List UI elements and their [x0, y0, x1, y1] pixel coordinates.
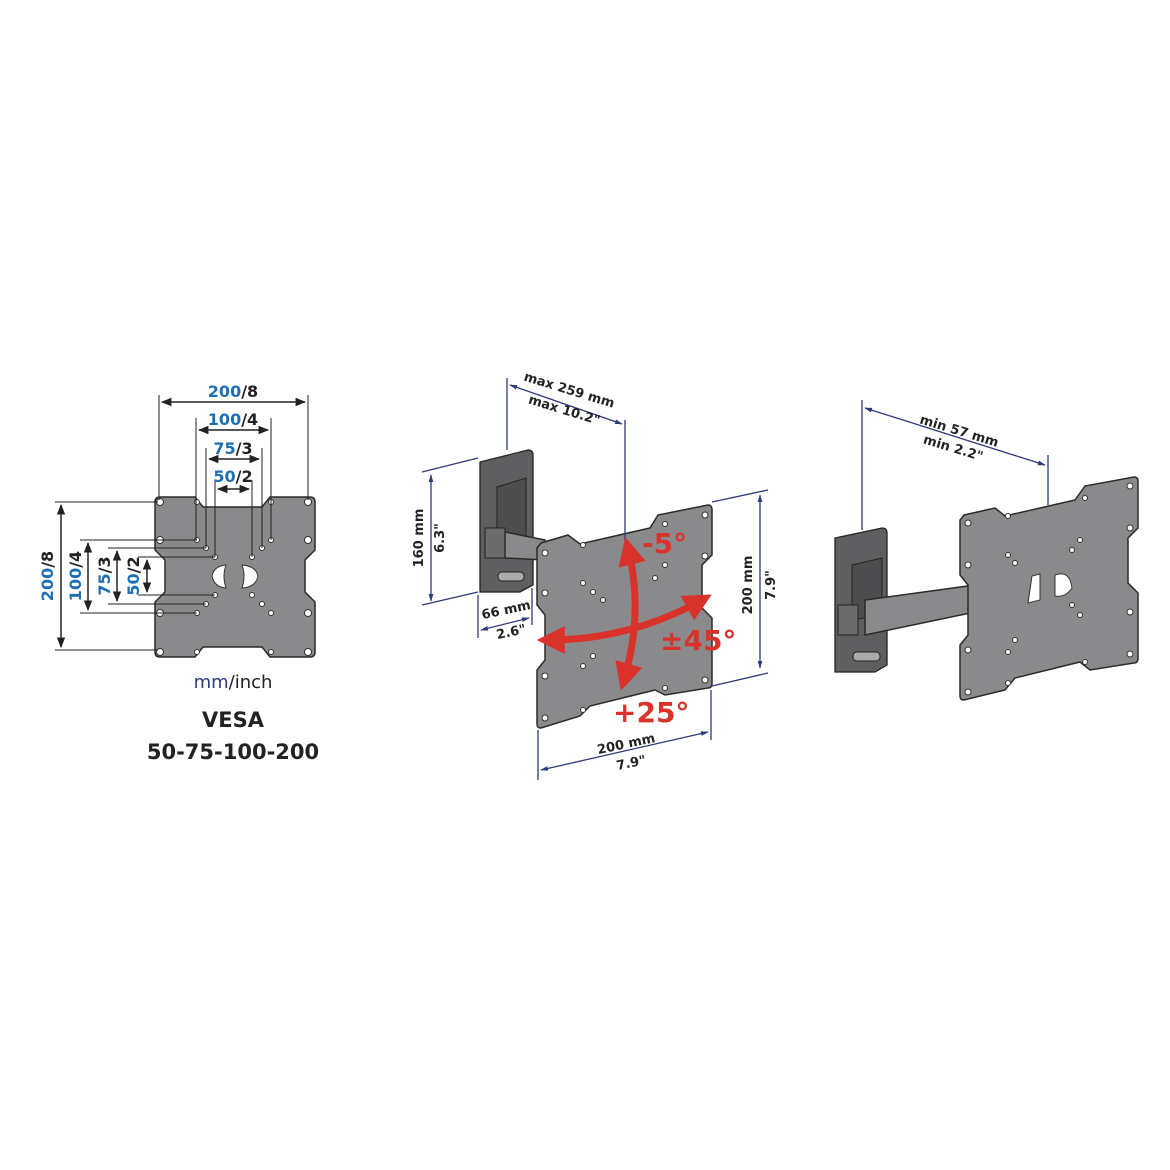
height-mm: 160 mm	[412, 509, 427, 568]
vesa-pattern-diagram: 200/8 100/4 75/3 50/2 200/8 100/4 75/3 5…	[38, 382, 319, 764]
vertical-dimensions: 200/8 100/4 75/3 50/2	[38, 501, 215, 651]
swivel-label: ±45°	[660, 624, 736, 657]
width-label-200: 200/8	[208, 382, 258, 401]
height-label-50: 50/2	[124, 556, 143, 595]
horizontal-dimensions: 200/8 100/4 75/3 50/2	[158, 382, 309, 557]
height-label-100: 100/4	[66, 551, 85, 601]
width-label-75: 75/3	[213, 439, 252, 458]
height-inch: 6.3"	[433, 523, 448, 553]
plate-holes	[964, 482, 1134, 696]
height-label-75: 75/3	[95, 556, 114, 595]
tilt-up-label: -5°	[642, 527, 687, 560]
tv-plate	[959, 476, 1139, 701]
swivel-arrow	[536, 594, 712, 654]
plate-holes	[541, 511, 709, 722]
folded-mount-diagram: min 57 mm min 2.2"	[834, 400, 1139, 701]
plate-width-mm: 200 mm	[596, 731, 657, 758]
units-label: mm/inch	[194, 672, 273, 693]
plate-height-mm: 200 mm	[741, 556, 756, 615]
width-label-100: 100/4	[208, 410, 258, 429]
vesa-title: VESA	[202, 708, 265, 732]
width-label-50: 50/2	[213, 467, 252, 486]
height-label-200: 200/8	[38, 551, 57, 601]
vesa-plate	[154, 496, 316, 658]
plate-height-inch: 7.9"	[764, 570, 779, 600]
depth-inch: 2.6"	[495, 622, 527, 643]
tilt-down-label: +25°	[613, 696, 689, 729]
extended-mount-diagram: max 259 mm max 10.2" 160 mm 6.3" 66 mm 2…	[412, 370, 779, 780]
plate-width-inch: 7.9"	[615, 753, 647, 774]
vesa-sizes: 50-75-100-200	[147, 740, 319, 764]
